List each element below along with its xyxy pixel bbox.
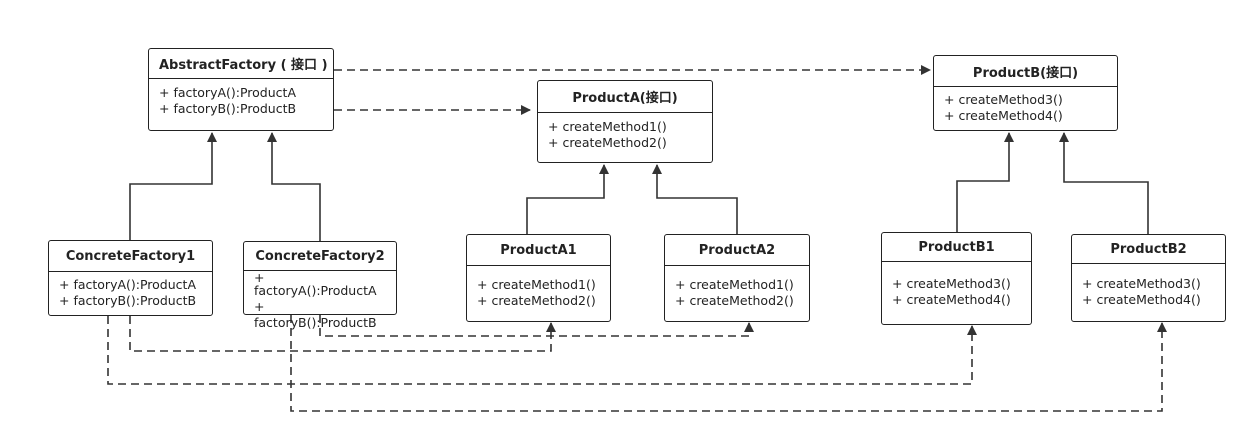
product-a-interface-class[interactable]: ProductA(接口) + createMethod1() + createM… bbox=[537, 80, 713, 163]
product-a1-class[interactable]: ProductA1 + createMethod1() + createMeth… bbox=[466, 234, 611, 322]
class-operations: + createMethod3() + createMethod4() bbox=[934, 87, 1117, 124]
operation: + createMethod1() bbox=[477, 277, 596, 292]
operation: + createMethod3() bbox=[892, 276, 1011, 291]
class-name: ProductB1 bbox=[882, 233, 1031, 262]
class-operations: + factoryA():ProductA + factoryB():Produ… bbox=[149, 79, 333, 117]
operation: + factoryA():ProductA bbox=[159, 85, 296, 100]
class-operations: + createMethod3() + createMethod4() bbox=[882, 262, 1031, 308]
operation: + createMethod4() bbox=[944, 108, 1063, 123]
operation: + createMethod1() bbox=[675, 277, 794, 292]
class-operations: + createMethod1() + createMethod2() bbox=[665, 266, 809, 309]
product-b1-class[interactable]: ProductB1 + createMethod3() + createMeth… bbox=[881, 232, 1032, 325]
class-name: ProductB2 bbox=[1072, 235, 1225, 264]
inherit-a1-to-producta bbox=[526, 164, 609, 234]
class-name: ProductA1 bbox=[467, 235, 610, 266]
class-operations: + createMethod1() + createMethod2() bbox=[467, 266, 610, 309]
operation: + factoryA():ProductA bbox=[59, 277, 196, 292]
product-b-interface-class[interactable]: ProductB(接口) + createMethod3() + createM… bbox=[933, 55, 1118, 131]
class-operations: + factoryA():ProductA + factoryB():Produ… bbox=[49, 272, 212, 309]
operation: + factoryB():ProductB bbox=[159, 101, 297, 116]
dep-cf2-to-a2 bbox=[319, 315, 754, 337]
class-name: ProductA2 bbox=[665, 235, 809, 266]
operation: factoryA():ProductA bbox=[254, 283, 377, 298]
dep-cf2-to-b2 bbox=[290, 315, 1167, 412]
product-b2-class[interactable]: ProductB2 + createMethod3() + createMeth… bbox=[1071, 234, 1226, 322]
product-a2-class[interactable]: ProductA2 + createMethod1() + createMeth… bbox=[664, 234, 810, 322]
class-name: ProductA(接口) bbox=[538, 81, 712, 113]
operation: + createMethod3() bbox=[944, 92, 1063, 107]
operation: + bbox=[254, 299, 265, 314]
inherit-a2-to-producta bbox=[652, 164, 738, 234]
operation: + createMethod2() bbox=[548, 135, 667, 150]
operation: + createMethod2() bbox=[675, 293, 794, 308]
class-operations: + createMethod3() + createMethod4() bbox=[1072, 264, 1225, 308]
dep-cf1-to-a1 bbox=[129, 316, 556, 352]
operation: + createMethod1() bbox=[548, 119, 667, 134]
class-operations: + factoryA():ProductA + factoryB():Produ… bbox=[244, 271, 396, 331]
operation: + createMethod4() bbox=[892, 292, 1011, 307]
class-name: ConcreteFactory1 bbox=[49, 241, 212, 272]
abstract-factory-class[interactable]: AbstractFactory ( 接口 ) + factoryA():Prod… bbox=[148, 48, 334, 131]
inherit-cf1-to-abstract bbox=[129, 132, 217, 240]
operation: + createMethod3() bbox=[1082, 276, 1201, 291]
inherit-b2-to-productb bbox=[1059, 132, 1149, 234]
inherit-b1-to-productb bbox=[956, 132, 1014, 232]
operation: + createMethod4() bbox=[1082, 292, 1201, 307]
class-name: ConcreteFactory2 bbox=[244, 242, 396, 271]
operation: + factoryB():ProductB bbox=[59, 293, 197, 308]
class-name: AbstractFactory ( 接口 ) bbox=[149, 49, 333, 79]
operation: factoryB():ProductB bbox=[254, 315, 377, 330]
class-operations: + createMethod1() + createMethod2() bbox=[538, 113, 712, 151]
concrete-factory2-class[interactable]: ConcreteFactory2 + factoryA():ProductA +… bbox=[243, 241, 397, 330]
inherit-cf2-to-abstract bbox=[267, 132, 321, 242]
operation: + bbox=[254, 270, 265, 285]
concrete-factory1-class[interactable]: ConcreteFactory1 + factoryA():ProductA +… bbox=[48, 240, 213, 316]
operation: + createMethod2() bbox=[477, 293, 596, 308]
class-name: ProductB(接口) bbox=[934, 56, 1117, 87]
dep-cf1-to-b1 bbox=[107, 316, 977, 385]
